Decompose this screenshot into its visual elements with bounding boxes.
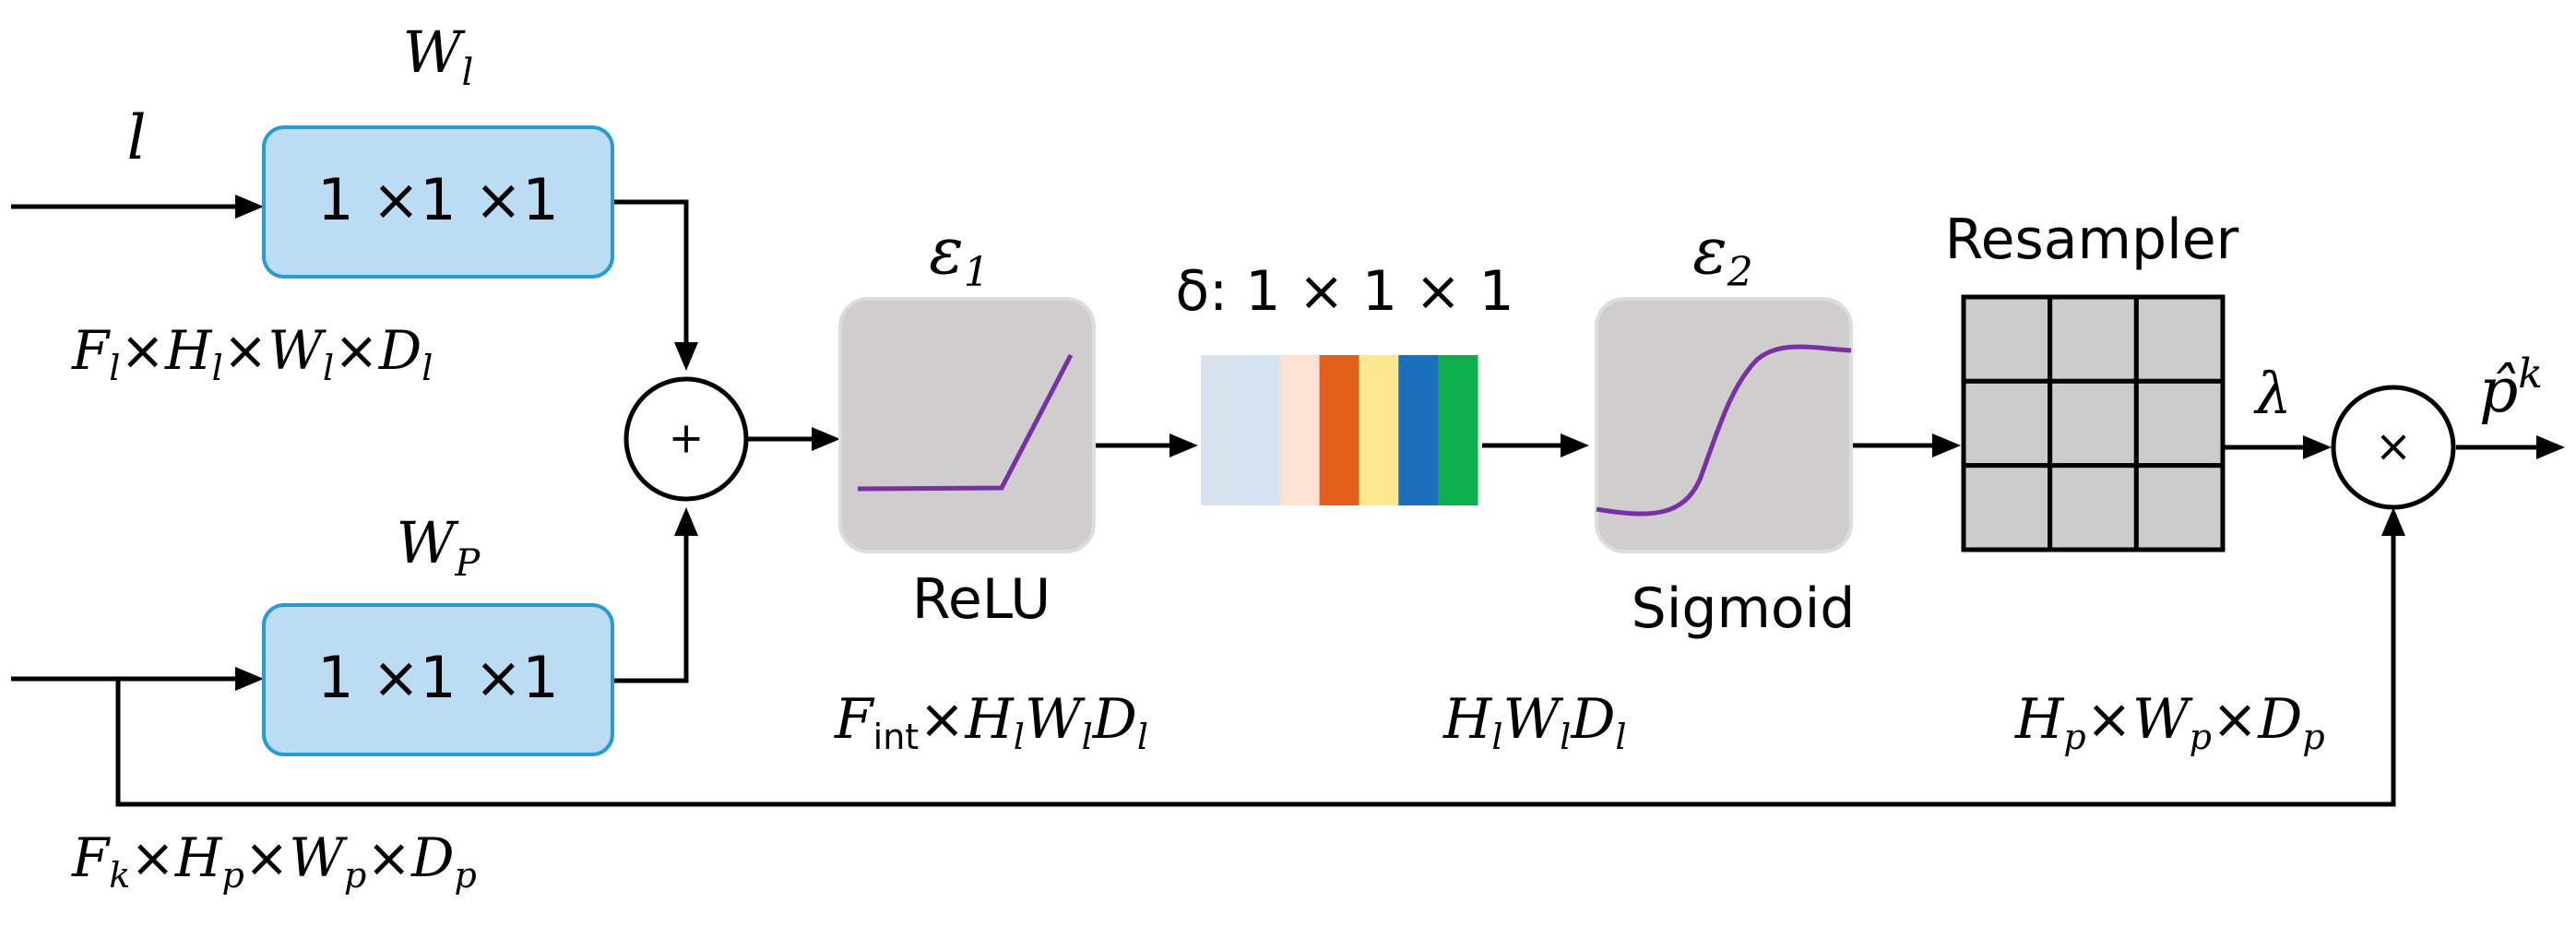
delta-strip-band [1279, 355, 1321, 505]
input-l-label: l [126, 102, 146, 173]
conv-box-top-text: 1 ×1 ×1 [317, 166, 559, 233]
resampler-grid-cell [2048, 378, 2139, 469]
lambda-label: λ [2252, 360, 2291, 427]
resampler-grid-cell [1961, 294, 2053, 384]
relu-label: ReLU [912, 567, 1051, 632]
dim-fk-label: Fk×Hp×Wp×Dp [71, 826, 477, 896]
delta-label: δ: 1 × 1 × 1 [1175, 259, 1514, 324]
resampler-grid-cell [2048, 463, 2139, 552]
sigmoid-label: Sigmoid [1632, 576, 1856, 641]
dim-hwd-label: HlWlDl [1442, 687, 1627, 757]
arrowhead-delta [1169, 433, 1198, 457]
dim-hpwpdp-label: Hp×Wp×Dp [2014, 687, 2325, 757]
relu-epsilon-label: ε1 [929, 213, 990, 296]
delta-strip-band [1201, 355, 1241, 505]
output-label: p̂k [2479, 350, 2543, 426]
resampler-grid-cell [2133, 294, 2226, 384]
resampler-grid-cell [1961, 463, 2053, 552]
resampler-grid-cell [1961, 378, 2053, 469]
arrowhead-sigmoid [1561, 433, 1589, 457]
sigmoid-box [1595, 297, 1853, 553]
conv-box-bottom [262, 603, 614, 756]
add-operator-symbol: + [669, 413, 705, 463]
delta-strip-band [1319, 355, 1359, 505]
arrowhead-output [2536, 435, 2565, 459]
arrowhead-add-top [674, 342, 698, 371]
skip-connection-wire [115, 535, 2396, 807]
wp-main: W [397, 509, 459, 576]
delta-strip-band [1438, 355, 1478, 505]
arrowhead-add-bottom [674, 507, 698, 536]
sigmoid-curve [1596, 344, 1852, 516]
wp-label: WP [397, 509, 481, 585]
arrowhead-resampler [1932, 433, 1961, 457]
resampler-grid [1961, 294, 2226, 552]
wl-sub: l [461, 52, 473, 94]
multiply-operator-symbol: × [2375, 421, 2412, 472]
conv-bottom-to-add-wire [612, 536, 689, 683]
relu-box [838, 297, 1096, 553]
delta-strip-band [1398, 355, 1439, 505]
delta-color-strip [1201, 355, 1478, 505]
dim-fint-label: Fint×HlWlDl [834, 687, 1148, 757]
sigmoid-epsilon-label: ε2 [1692, 213, 1753, 296]
conv-top-to-add-wire [612, 199, 689, 342]
resampler-grid-cell [2048, 294, 2139, 384]
wl-label: Wl [403, 18, 474, 94]
resampler-label: Resampler [1945, 208, 2239, 272]
wp-sub: P [454, 542, 481, 585]
delta-strip-band [1359, 355, 1399, 505]
arrowhead-multiply [2303, 435, 2332, 459]
arrowhead-conv-bottom [235, 667, 264, 691]
resampler-grid-cell [2133, 378, 2226, 469]
relu-curve [857, 353, 1074, 492]
resampler-grid-cell [2133, 463, 2226, 552]
arrowhead-conv-top [235, 195, 264, 219]
arrowhead-relu [812, 427, 840, 451]
dim-fl-label: Fl×Hl×Wl×Dl [71, 319, 433, 388]
add-operator [623, 376, 749, 502]
wires [11, 195, 2565, 807]
conv-box-top [262, 125, 614, 279]
conv-box-bottom-text: 1 ×1 ×1 [317, 644, 559, 711]
multiply-operator [2331, 385, 2456, 510]
arrowhead-multiply-bottom [2381, 507, 2405, 536]
delta-strip-band [1240, 355, 1281, 505]
wl-main: W [403, 18, 466, 86]
